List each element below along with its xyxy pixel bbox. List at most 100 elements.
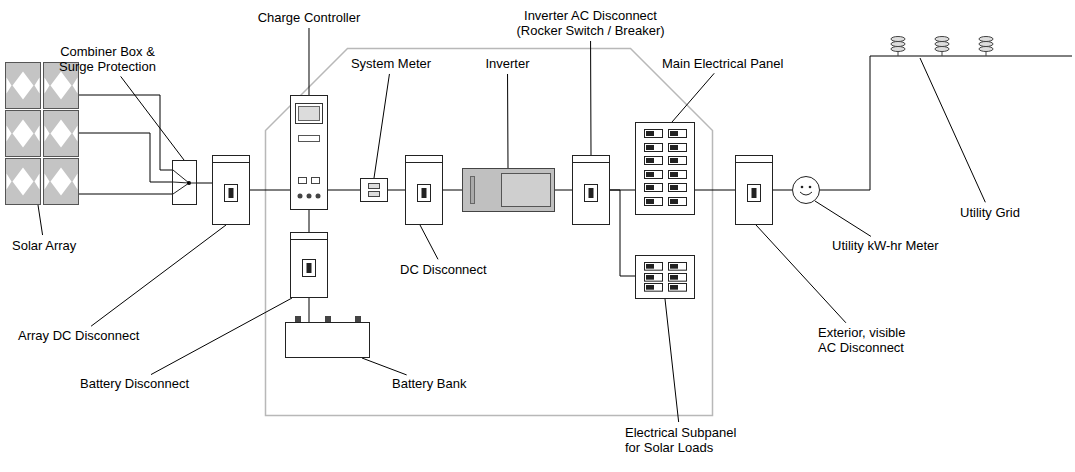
housing-outline — [291, 233, 328, 298]
breaker-handle — [646, 145, 654, 150]
leader-line — [374, 74, 389, 178]
breaker — [669, 171, 687, 179]
component-label: System Meter — [336, 56, 446, 71]
breaker — [669, 130, 687, 138]
insulator-disc — [891, 47, 905, 52]
meter-eye — [801, 186, 804, 189]
housing-outline — [736, 156, 773, 225]
wire — [820, 56, 870, 190]
breaker-handle — [670, 199, 678, 204]
component-label: Utility kW-hr Meter — [832, 238, 972, 253]
switch-plate — [225, 185, 238, 202]
switch-plate — [585, 185, 598, 202]
panel-cell — [7, 78, 12, 94]
leader-line — [590, 41, 591, 155]
leader-line — [815, 201, 871, 236]
insulator-disc — [935, 37, 949, 42]
disconnect-box: Exterior, visible AC Disconnect — [735, 155, 773, 225]
component-label: Main Electrical Panel — [662, 56, 802, 71]
breaker-handle — [670, 264, 678, 269]
wire — [197, 183, 212, 184]
status-bar — [299, 136, 320, 142]
housing-outline — [463, 169, 555, 212]
switch-handle — [307, 263, 312, 273]
component-label: Battery Disconnect — [80, 376, 220, 391]
insulator-disc — [979, 47, 993, 52]
solar-panel — [6, 111, 41, 157]
leader-line — [121, 76, 184, 160]
wire — [555, 190, 572, 191]
power-line — [870, 56, 1072, 57]
panel-cell — [35, 78, 40, 94]
leader-line — [38, 205, 43, 235]
component-drawing — [572, 155, 610, 225]
battery-bank: Battery Bank — [285, 322, 370, 358]
breaker — [645, 274, 663, 282]
component-drawing — [360, 178, 388, 202]
wire — [78, 133, 172, 182]
disconnect-box: Battery Disconnect — [290, 232, 328, 298]
combiner-wire — [173, 170, 189, 183]
breaker — [645, 198, 663, 206]
meter-face — [793, 177, 820, 204]
component-drawing — [290, 95, 328, 210]
housing-outline — [291, 96, 328, 210]
component-label: Exterior, visible AC Disconnect — [818, 325, 918, 355]
wire — [309, 210, 310, 232]
panel-cell — [45, 174, 50, 190]
insulator-disc — [979, 42, 993, 47]
system-meter: System Meter — [360, 178, 388, 202]
display-screen — [299, 107, 320, 121]
insulator-disc — [935, 47, 949, 52]
panel-cell — [51, 120, 72, 148]
leader-line — [672, 73, 714, 122]
leader-line — [362, 358, 407, 375]
meter-smile — [800, 192, 812, 195]
panel-cell — [13, 72, 34, 100]
housing-outline — [213, 156, 250, 225]
breaker — [669, 274, 687, 282]
meter-slot — [369, 184, 380, 189]
breaker — [645, 144, 663, 152]
breaker-handle — [670, 145, 678, 150]
breaker-handle — [670, 185, 678, 190]
panel-cell — [73, 78, 78, 94]
solar-panel — [6, 159, 41, 205]
component-drawing — [172, 160, 197, 205]
meter-eye — [809, 186, 812, 189]
breaker — [669, 184, 687, 192]
wire — [773, 190, 792, 191]
switch-plate — [418, 185, 431, 202]
breaker — [645, 284, 663, 292]
component-drawing — [870, 34, 1072, 58]
inverter-cover — [502, 174, 551, 207]
breaker-handle — [670, 158, 678, 163]
wire — [309, 298, 310, 322]
breaker-handle — [646, 199, 654, 204]
panel-cell — [7, 174, 12, 190]
housing-outline — [406, 156, 443, 225]
component-drawing — [792, 176, 820, 204]
display-frame — [296, 104, 323, 124]
solar-array: Solar Array — [5, 62, 78, 205]
breaker-handle — [646, 172, 654, 177]
lid-line — [573, 162, 610, 163]
control-button — [299, 178, 307, 184]
control-button — [312, 178, 320, 184]
component-drawing — [735, 155, 773, 225]
wire — [610, 190, 635, 276]
switch-handle — [422, 188, 427, 198]
control-button — [307, 194, 312, 199]
combiner-wire — [173, 182, 189, 183]
utility-grid: Utility Grid — [870, 34, 1072, 58]
panel-cell — [35, 126, 40, 142]
breaker — [645, 130, 663, 138]
breaker-handle — [670, 131, 678, 136]
panel-cell — [45, 78, 50, 94]
leader-line — [920, 58, 985, 202]
component-label: Electrical Subpanel for Solar Loads — [625, 425, 747, 455]
switch-plate — [303, 260, 316, 277]
